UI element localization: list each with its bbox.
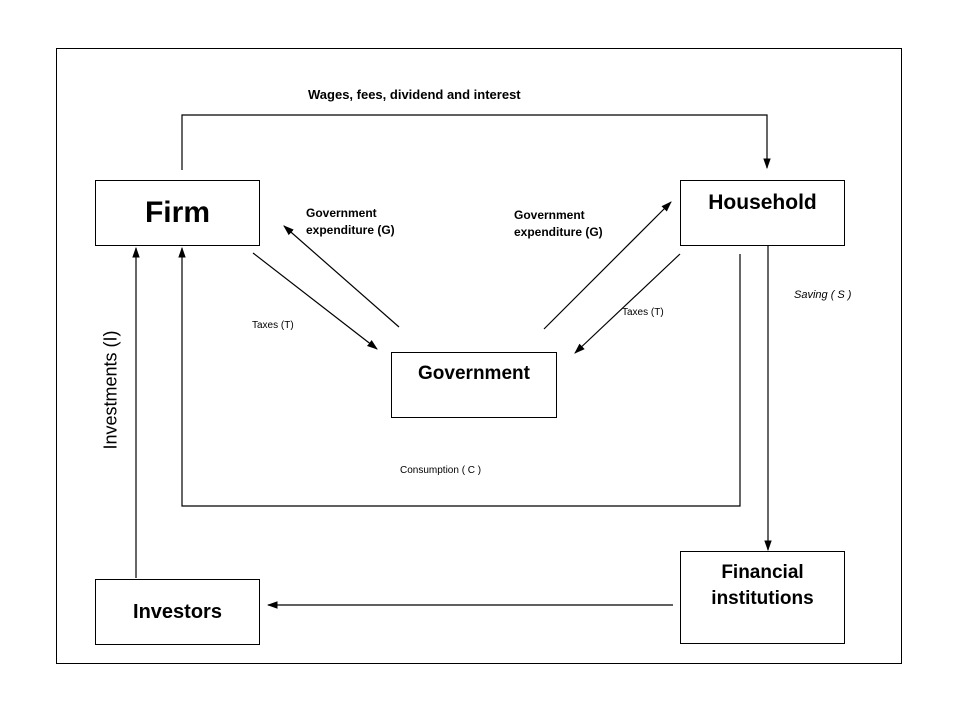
arrow-wages	[181, 114, 771, 170]
node-household: Household	[680, 180, 845, 246]
node-firm-label: Firm	[144, 196, 210, 229]
arrow-gov-exp-firm	[283, 225, 400, 328]
label-gov-expenditure-right: Government expenditure (G)	[514, 208, 603, 240]
arrow-consumption	[178, 246, 741, 507]
node-investors-label: Investors	[133, 600, 222, 623]
label-saving: Saving ( S )	[794, 289, 852, 301]
label-wages: Wages, fees, dividend and interest	[308, 87, 521, 102]
label-taxes-left: Taxes (T)	[252, 320, 294, 331]
node-investors: Investors	[95, 579, 260, 645]
label-consumption: Consumption ( C )	[400, 465, 482, 476]
arrow-taxes-household	[574, 253, 681, 354]
node-firm: Firm	[95, 180, 260, 246]
node-financial-label: Financial institutions	[711, 562, 814, 609]
label-gov-expenditure-left: Government expenditure (G)	[306, 206, 395, 238]
diagram-frame	[56, 48, 902, 664]
label-taxes-right: Taxes (T)	[622, 307, 664, 318]
label-investments: Investments (I)	[100, 330, 121, 450]
node-government-label: Government	[418, 363, 530, 384]
arrow-taxes-firm	[252, 252, 378, 350]
arrow-gov-exp-household	[543, 201, 672, 330]
node-financial-institutions: Financial institutions	[680, 551, 845, 644]
node-government: Government	[391, 352, 557, 418]
node-household-label: Household	[708, 191, 817, 214]
